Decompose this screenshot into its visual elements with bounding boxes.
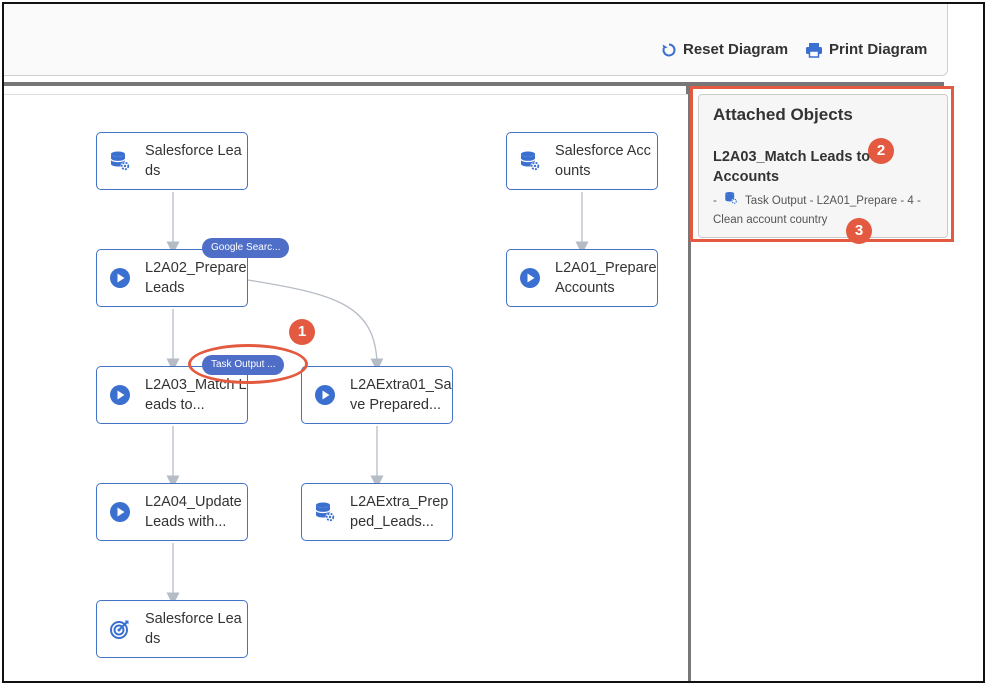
diagram-toolbar: Reset Diagram Print Diagram	[4, 4, 948, 76]
node-label: L2A03_Match Leads to...	[145, 377, 247, 413]
database-gear-icon	[519, 150, 541, 172]
attachment-badge-google-search[interactable]: Google Searc...	[202, 238, 290, 258]
node-l2aextra01-save-prepared[interactable]: L2AExtra01_Save Prepared...	[301, 366, 453, 424]
play-icon	[519, 267, 541, 289]
print-diagram-label: Print Diagram	[829, 41, 928, 58]
attached-object-name: L2A03_Match Leads to Accounts	[713, 149, 871, 185]
annotation-marker-2: 2	[868, 138, 894, 164]
database-gear-icon	[314, 501, 336, 523]
node-label: Salesforce Accounts	[555, 143, 651, 179]
attached-object-detail: - Task Output - L2A01_Prepare - 4 - Clea…	[713, 191, 933, 229]
play-icon	[109, 501, 131, 523]
node-label: L2A02_Prepare Leads	[145, 260, 247, 296]
edge-l2a02-to-l2aextra01	[247, 279, 384, 372]
node-salesforce-leads-target[interactable]: Salesforce Leads	[96, 600, 248, 658]
panel-title: Attached Objects	[713, 105, 853, 124]
node-l2a01-prepare-accounts[interactable]: L2A01_Prepare Accounts	[506, 249, 658, 307]
node-l2a04-update-leads[interactable]: L2A04_Update Leads with...	[96, 483, 248, 541]
node-label: Salesforce Leads	[145, 611, 242, 647]
diagram-edges	[166, 192, 589, 606]
panel-resize-handle[interactable]	[686, 82, 691, 681]
annotation-highlight-box	[690, 86, 954, 242]
play-icon	[109, 384, 131, 406]
node-label: L2AExtra01_Save Prepared...	[350, 377, 452, 413]
detail-prefix: -	[713, 195, 717, 208]
detail-text: Task Output - L2A01_Prepare - 4 - Clean …	[713, 195, 921, 226]
node-l2a02-prepare-leads[interactable]: L2A02_Prepare Leads	[96, 249, 248, 307]
node-label: L2AExtra_Prepped_Leads...	[350, 494, 449, 530]
reset-diagram-label: Reset Diagram	[683, 41, 789, 58]
attachment-badge-task-output[interactable]: Task Output ...	[202, 355, 285, 375]
node-label: L2A01_Prepare Accounts	[555, 260, 657, 296]
node-label: Salesforce Leads	[145, 143, 242, 179]
horizontal-divider	[4, 82, 944, 86]
database-gear-icon	[724, 191, 738, 211]
node-l2a03-match-leads[interactable]: L2A03_Match Leads to...	[96, 366, 248, 424]
target-icon	[109, 618, 131, 640]
annotation-marker-3: 3	[846, 218, 872, 244]
node-l2aextra-prepped-leads[interactable]: L2AExtra_Prepped_Leads...	[301, 483, 453, 541]
print-diagram-button[interactable]: Print Diagram	[805, 41, 927, 58]
reset-diagram-button[interactable]: Reset Diagram	[661, 41, 788, 58]
printer-icon	[805, 42, 823, 58]
database-gear-icon	[109, 150, 131, 172]
play-icon	[109, 267, 131, 289]
play-icon	[314, 384, 336, 406]
annotation-marker-1: 1	[289, 319, 315, 345]
node-label: L2A04_Update Leads with...	[145, 494, 242, 530]
attached-objects-panel: Attached Objects L2A03_Match Leads to Ac…	[698, 94, 948, 238]
node-salesforce-accounts[interactable]: Salesforce Accounts	[506, 132, 658, 190]
node-salesforce-leads-source[interactable]: Salesforce Leads	[96, 132, 248, 190]
reset-icon	[661, 42, 677, 58]
